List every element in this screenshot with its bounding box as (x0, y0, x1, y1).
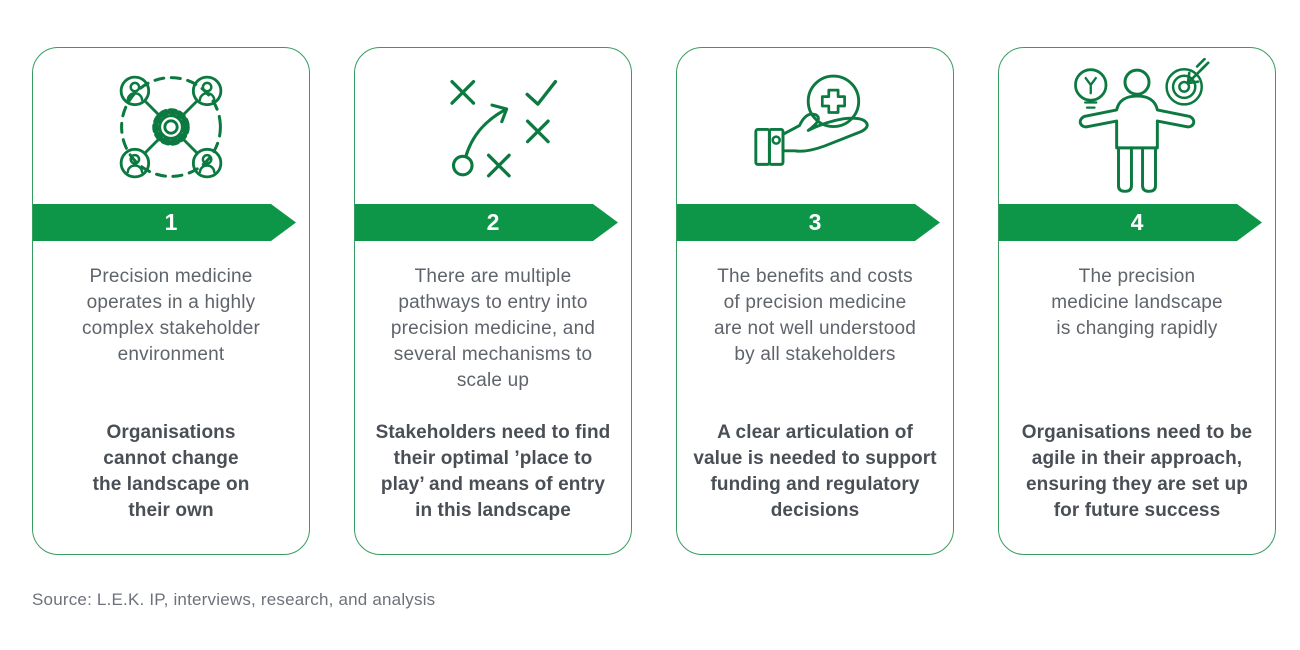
card-takeaway: A clear articulation of value is needed … (693, 422, 937, 521)
step-banner-arrow (355, 204, 618, 241)
card-1: 1 Precision medicine operates in a highl… (32, 47, 310, 555)
card-3-icon-area (677, 56, 953, 198)
card-2: 2 There are multiple pathways to entry i… (354, 47, 632, 555)
step-banner-arrow (33, 204, 296, 241)
card-description: The benefits and costs of precision medi… (713, 266, 917, 365)
step-number: 3 (808, 209, 822, 235)
card-4: 4 The precision medicine landscape is ch… (998, 47, 1276, 555)
card-4-icon-area (999, 56, 1275, 198)
step-number: 2 (486, 209, 500, 235)
card-row: 1 Precision medicine operates in a highl… (32, 47, 1276, 555)
card-2-icon-area (355, 56, 631, 198)
step-banner-arrow (677, 204, 940, 241)
card-description: Precision medicine operates in a highly … (81, 266, 261, 365)
card-3: 3 The benefits and costs of precision me… (676, 47, 954, 555)
strategy-path-icon (450, 79, 558, 177)
agile-person-icon (1074, 57, 1210, 193)
card-description: There are multiple pathways to entry int… (390, 266, 596, 391)
card-description: The precision medicine landscape is chan… (1051, 266, 1223, 339)
step-number: 4 (1130, 209, 1144, 235)
source-note: Source: L.E.K. IP, interviews, research,… (32, 590, 436, 609)
card-takeaway: Stakeholders need to find their optimal … (375, 422, 611, 521)
stakeholder-network-icon (119, 75, 223, 179)
card-takeaway: Organisations need to be agile in their … (1021, 422, 1253, 521)
card-takeaway: Organisations cannot change the landscap… (92, 422, 250, 521)
step-number: 1 (164, 209, 178, 235)
hand-medical-cross-icon (753, 74, 869, 166)
card-1-icon-area (33, 56, 309, 198)
step-banner-arrow (999, 204, 1262, 241)
